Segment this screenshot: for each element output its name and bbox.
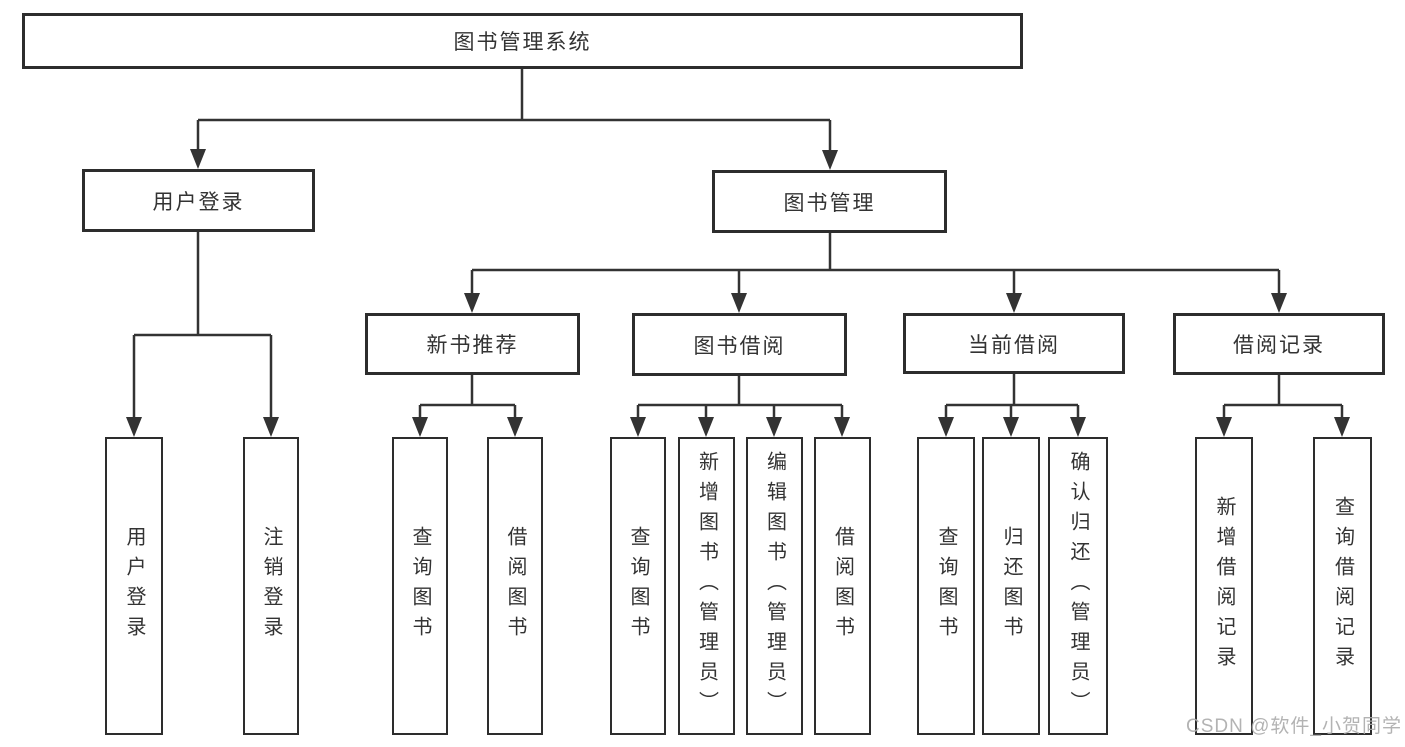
leaf-query-book-1: 查询图书: [392, 437, 448, 735]
connector-book-borrow-children: [636, 376, 844, 420]
connector-new-book-children: [418, 375, 517, 420]
leaf-return-book: 归还图书: [982, 437, 1040, 735]
connector-paths: [132, 69, 1344, 420]
watermark: CSDN @软件_小贺同学: [1186, 716, 1402, 737]
leaf-add-borrow-record: 新增借阅记录: [1195, 437, 1253, 735]
node-book-management: 图书管理: [712, 170, 947, 233]
leaf-user-login: 用户登录: [105, 437, 163, 735]
node-current-borrow: 当前借阅: [903, 313, 1125, 374]
node-user-login: 用户登录: [82, 169, 315, 232]
arrow-to-leaf-add-record: [1216, 417, 1232, 437]
arrow-to-new-book-recommend: [464, 293, 480, 313]
connector-book-management-children: [470, 233, 1281, 296]
arrow-to-leaf-add-book: [698, 417, 714, 437]
arrow-to-leaf-edit-book: [766, 417, 782, 437]
connector-user-login-children: [132, 232, 273, 420]
arrow-to-current-borrow: [1006, 293, 1022, 313]
arrow-to-book-management: [822, 150, 838, 170]
node-new-book-recommend: 新书推荐: [365, 313, 580, 375]
arrow-to-borrow-records: [1271, 293, 1287, 313]
arrow-to-leaf-borrow-book-1: [507, 417, 523, 437]
arrow-to-leaf-user-login: [126, 417, 142, 437]
node-borrow-records: 借阅记录: [1173, 313, 1385, 375]
arrow-to-leaf-query-book-1: [412, 417, 428, 437]
leaf-borrow-book-2: 借阅图书: [814, 437, 871, 735]
leaf-edit-book-admin: 编辑图书（管理员）: [746, 437, 803, 735]
arrow-to-leaf-borrow-book-2: [834, 417, 850, 437]
arrow-to-leaf-query-record: [1334, 417, 1350, 437]
arrow-to-leaf-return-book: [1003, 417, 1019, 437]
connector-borrow-records-children: [1222, 375, 1344, 420]
leaf-query-book-2: 查询图书: [610, 437, 666, 735]
arrow-to-user-login: [190, 149, 206, 169]
arrow-to-leaf-logout: [263, 417, 279, 437]
leaf-logout: 注销登录: [243, 437, 299, 735]
arrow-to-leaf-confirm-return: [1070, 417, 1086, 437]
connector-current-borrow-children: [944, 374, 1080, 420]
connector-root-to-level2: [196, 69, 832, 153]
leaf-borrow-book-1: 借阅图书: [487, 437, 543, 735]
node-book-borrow: 图书借阅: [632, 313, 847, 376]
leaf-query-borrow-record: 查询借阅记录: [1313, 437, 1372, 735]
arrowheads: [126, 149, 1350, 437]
node-library-system: 图书管理系统: [22, 13, 1023, 69]
arrow-to-leaf-query-book-3: [938, 417, 954, 437]
leaf-confirm-return-admin: 确认归还（管理员）: [1048, 437, 1108, 735]
arrow-to-leaf-query-book-2: [630, 417, 646, 437]
leaf-query-book-3: 查询图书: [917, 437, 975, 735]
leaf-add-book-admin: 新增图书（管理员）: [678, 437, 735, 735]
arrow-to-book-borrow: [731, 293, 747, 313]
